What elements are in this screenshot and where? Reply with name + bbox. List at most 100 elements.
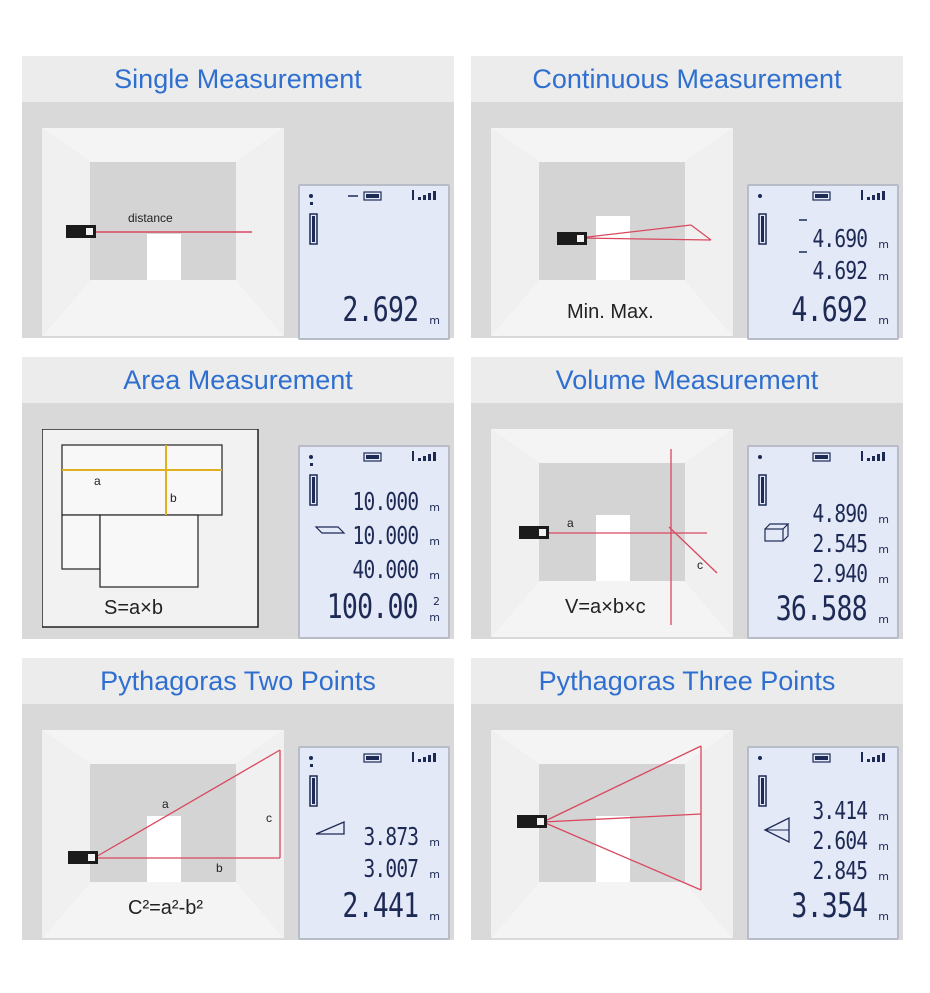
lcd-reading-length: 4.890 [812,499,868,528]
pythagoras-formula: C²=a²-b² [128,897,203,919]
lcd-unit: m [878,513,889,526]
lcd-display: 3.873 m 3.007 m 2.441 m [298,746,450,940]
room-diagram: a c V=a×b×c [491,429,733,637]
lcd-reading-area: 100.00 [326,587,419,627]
side-a-label: a [567,516,574,530]
lcd-reading-main: 4.692 [791,290,868,330]
lcd-unit: m [878,613,889,626]
panel-title: Area Measurement [22,357,454,403]
reference-bar-icon [309,213,318,245]
panel-title: Single Measurement [22,56,454,102]
lcd-unit: m [429,569,440,582]
laser-rangefinder-icon [557,232,587,245]
pythagoras-two-point-icon [315,821,345,835]
battery-icon [812,191,831,201]
lcd-reading-result: 2.441 [342,886,419,926]
side-a-label: a [94,474,101,488]
lcd-unit: m [878,870,889,883]
lcd-unit: m [878,573,889,586]
room-diagram: distance [42,128,284,336]
lcd-display: 3.414 m 2.604 m 2.845 m 3.354 m [747,746,899,940]
laser-indicator-icon [758,756,762,760]
panel-continuous-measurement: Continuous Measurement Min. Max. 4.690 m… [471,56,903,340]
lcd-reading-length: 10.000 [352,487,419,516]
area-formula: S=a×b [104,597,163,619]
lcd-unit: m [878,910,889,923]
lcd-unit: m [429,611,440,624]
lcd-reading-hypotenuse: 3.873 [363,822,419,851]
laser-indicator-icon [309,756,313,760]
lcd-reading-lower: 2.845 [812,856,868,885]
reference-bar-icon [309,474,318,506]
room-diagram: a b c C²=a²-b² [42,730,284,938]
battery-icon [363,191,382,201]
lcd-reading-height: 2.940 [812,559,868,588]
signal-bars-icon [412,451,436,461]
signal-bars-icon [861,752,885,762]
panel-area-measurement: Area Measurement a b S=a×b 10.000 m 10.0… [22,357,454,639]
signal-bars-icon [861,451,885,461]
lcd-unit-exponent: 2 [433,595,440,608]
panel-pythagoras-two-points: Pythagoras Two Points a b c C²=a²-b² 3.8… [22,658,454,940]
lcd-reading-width: 10.000 [352,521,419,550]
lcd-reading-width: 2.545 [812,529,868,558]
laser-rangefinder-icon [66,225,96,238]
lcd-reading-result: 3.354 [791,886,868,926]
panel-title: Continuous Measurement [471,56,903,102]
panel-pythagoras-three-points: Pythagoras Three Points 3.414 m 2.604 m [471,658,903,940]
laser-indicator-icon [758,194,762,198]
laser-rangefinder-icon [68,851,98,864]
battery-icon [812,753,831,763]
panel-title: Volume Measurement [471,357,903,403]
panel-single-measurement: Single Measurement distance 2.692 m [22,56,454,340]
signal-bars-icon [412,752,436,762]
side-c-label: c [697,558,703,572]
lcd-reading-upper: 3.414 [812,796,868,825]
lcd-unit: m [878,238,889,251]
lcd-display: 10.000 m 10.000 m 40.000 m 100.00 2 m [298,445,450,639]
room-diagram [491,730,733,938]
volume-formula: V=a×b×c [565,596,646,618]
min-max-caption: Min. Max. [567,301,654,323]
lcd-reading-min: 4.690 [812,224,868,253]
lcd-unit: m [878,270,889,283]
laser-indicator-icon [758,455,762,459]
lcd-display: 4.690 m 4.692 m 4.692 m [747,184,899,340]
lcd-reading-base: 3.007 [363,854,419,883]
room-diagram: Min. Max. [491,128,733,336]
side-c-label: c [266,811,272,825]
lcd-unit: m [429,868,440,881]
lcd-unit: m [429,836,440,849]
lcd-unit: m [429,910,440,923]
side-b-label: b [170,491,177,505]
panel-title: Pythagoras Three Points [471,658,903,704]
side-b-label: b [216,861,223,875]
lcd-unit: m [429,501,440,514]
lcd-unit: m [878,840,889,853]
lcd-display: 2.692 m [298,184,450,340]
volume-box-icon [764,523,790,542]
signal-bars-icon [412,190,436,200]
side-a-label: a [162,797,169,811]
reference-bar-icon [758,775,767,807]
battery-icon [812,452,831,462]
lcd-unit: m [429,314,440,327]
signal-bars-icon [861,190,885,200]
lcd-reading-middle: 2.604 [812,826,868,855]
lcd-reading-max: 4.692 [812,256,868,285]
panel-volume-measurement: Volume Measurement a c V=a×b×c 4.890 [471,357,903,639]
floor-plan-diagram: a b S=a×b [42,429,259,628]
lcd-unit: m [878,314,889,327]
reference-bar-icon [758,213,767,245]
laser-rangefinder-icon [517,815,547,828]
lcd-reading-volume: 36.588 [775,589,868,629]
area-parallelogram-icon [314,526,346,534]
battery-icon [363,452,382,462]
distance-label: distance [128,211,173,225]
battery-icon [363,753,382,763]
lcd-unit: m [878,810,889,823]
laser-indicator-icon [309,455,313,459]
lcd-unit: m [429,535,440,548]
lcd-reading-main: 2.692 [342,290,419,330]
reference-bar-icon [758,474,767,506]
